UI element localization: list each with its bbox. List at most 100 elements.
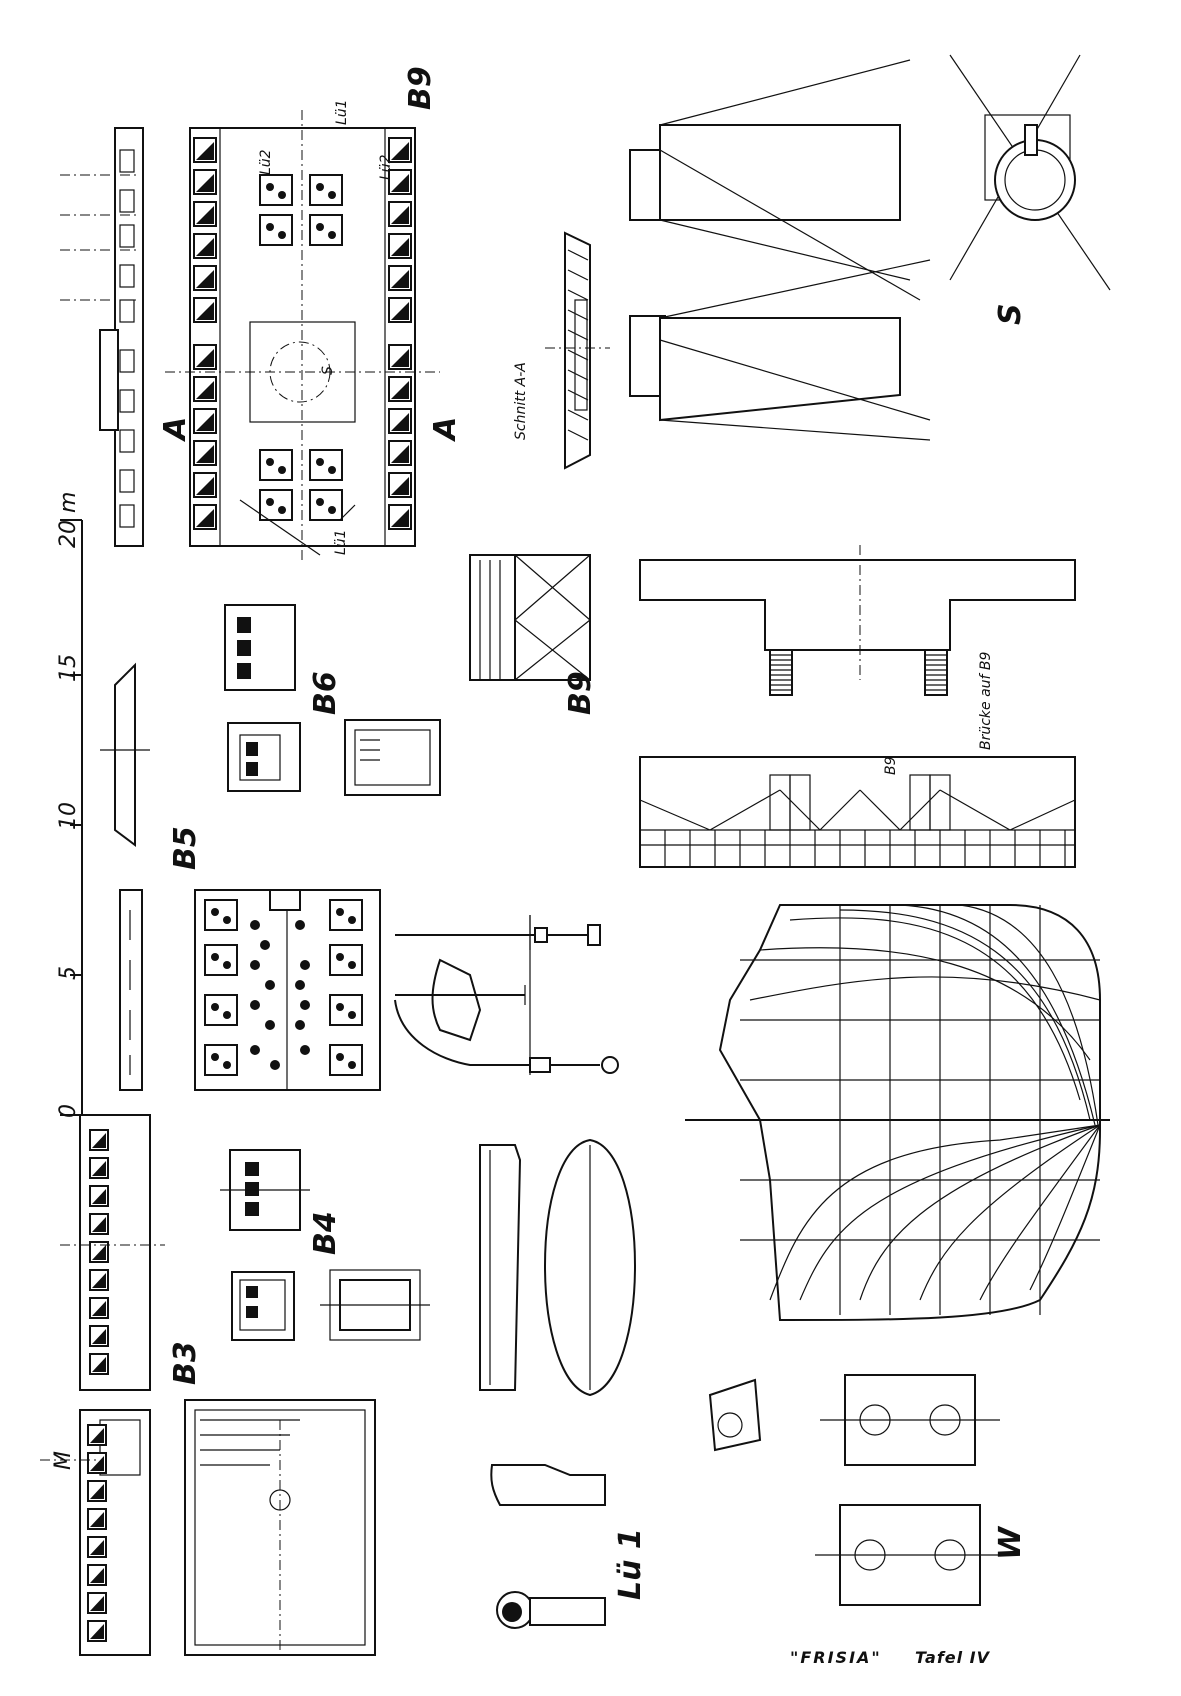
m-window-shade [90,1484,104,1499]
strip-window [119,504,135,528]
deck-hatch [204,1044,238,1076]
b9-hatch-bolt [278,466,286,474]
scale-tick-20: 20 m [56,492,81,548]
deck-bolt [211,1003,219,1011]
deck-hatch [204,899,238,931]
b9-window-shade [391,381,409,399]
section-a-a: Schnitt A-A [513,231,610,470]
m-deckhouse: M [40,1409,151,1656]
b9-window-shade [196,477,214,495]
deck-bollard [260,940,270,950]
b3-window-shade [92,1161,106,1176]
scale-tick-5: 5 [56,966,81,980]
b3-window-shade [92,1217,106,1232]
deck-bolt [348,1061,356,1069]
b9-hatch [309,489,343,521]
b9-hatch [309,449,343,481]
b9-window-shade [391,270,409,288]
center-mark-s: S [320,366,336,375]
b9-window-shade [196,174,214,192]
strip-window [119,349,135,373]
deck-bolt [211,1053,219,1061]
b3-window-shade [92,1357,106,1372]
b9-hatch [259,489,293,521]
b6-label: B6 [308,671,343,715]
deck-bolt [211,953,219,961]
section-a-a-label: Schnitt A-A [513,362,529,440]
b5-label: B5 [168,826,203,870]
b9-hatch [259,174,293,206]
m-window-shade [90,1512,104,1527]
vent-label-lu2-left: Lü2 [258,149,274,175]
b3-window-shade [92,1329,106,1344]
b3-deckhouse: B3 [60,1114,203,1391]
vent-s-views: S [629,54,1111,441]
deck-bollard [300,1000,310,1010]
deck-bolt [348,961,356,969]
vent-label-lu1-top: Lü1 [334,99,350,125]
truss-post [929,774,951,831]
bridge-side-truss: B9 [639,756,1076,868]
b9-window-shade [391,349,409,367]
b9-window-shade [391,206,409,224]
b9-deck-plan: B9 A A S Lü1 Lü2 Lü2 Lü1 [158,66,463,560]
b9-window-shade [391,142,409,160]
strip-window [119,389,135,413]
section-mark-a-right: A [428,417,463,442]
b9-window-shade [196,445,214,463]
vent-s-label: S [993,303,1028,325]
m-window-shade [90,1596,104,1611]
scale-tick-0: 0 [56,1104,81,1118]
b9-window-shade [391,509,409,527]
truss-post [789,774,811,831]
side-strip-view [60,127,144,547]
b9-hatch-bolt [266,183,274,191]
b9-hatch-bolt [278,506,286,514]
deck-bolt [336,953,344,961]
b9-window-shade [391,477,409,495]
b9-hatch-bolt [328,191,336,199]
lu1-parts-label: Lü 1 [613,1528,648,1600]
b9-truss-label: B9 [563,671,598,715]
m-window-shade [90,1456,104,1471]
section-mark-a-left: A [158,417,193,442]
deck-bolt [348,1011,356,1019]
deck-hatch [204,994,238,1026]
b9-window-shade [391,238,409,256]
m-window-shade [90,1624,104,1639]
b9-hatch-bolt [328,231,336,239]
lu1-vents: Lü 1 [490,1464,648,1629]
deck-hatch [329,944,363,976]
b9-window-shade [196,302,214,320]
b9-window-shade [196,381,214,399]
b9-hatch-bolt [328,506,336,514]
main-hold-plan [184,1399,376,1656]
hull-lines [685,904,1110,1322]
lifeboat-plan [544,1138,636,1397]
bridge-side-b9-label: B9 [883,756,899,775]
strip-window [119,189,135,213]
bridge-on-b9: Brücke auf B9 [639,545,1076,750]
deck-hatch [329,899,363,931]
m-label: M [51,1451,76,1470]
deck-bolt [336,1003,344,1011]
b9-hatch-bolt [316,223,324,231]
b9-window-shade [196,270,214,288]
deck-hatch [329,1044,363,1076]
scale-tick-10: 10 [56,802,81,830]
b9-window-shade [391,445,409,463]
deck-bollard [250,960,260,970]
scale-tick-15: 15 [56,654,81,682]
deck-bollard [300,960,310,970]
deck-bollard [270,1060,280,1070]
deck-bollard [250,1000,260,1010]
m-window-shade [90,1540,104,1555]
deck-bolt [223,916,231,924]
b9-hatch-bolt [316,458,324,466]
b9-hatch-bolt [266,458,274,466]
b9-window-shade [196,349,214,367]
deck-bollard [265,980,275,990]
b9-hatch [259,214,293,246]
deck-bollard [265,1020,275,1030]
